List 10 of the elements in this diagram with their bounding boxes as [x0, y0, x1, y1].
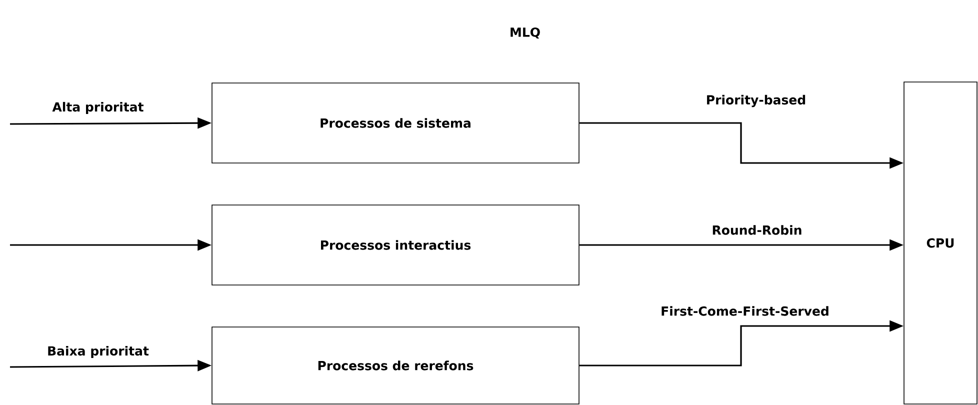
- process-box: Processos de sistema: [212, 82, 580, 164]
- edge-label: Priority-based: [704, 94, 808, 108]
- edge-label: Alta prioritat: [51, 100, 145, 116]
- process-box: Processos interactius: [212, 204, 580, 286]
- edge-label: Round-Robin: [710, 224, 804, 236]
- edge-label: First-Come-First-Served: [660, 305, 830, 317]
- cpu-box: CPU: [904, 82, 978, 404]
- process-box: Processos de rerefons: [212, 326, 580, 404]
- edge-label: Baixa prioritat: [46, 344, 150, 360]
- title: MLQ: [510, 27, 540, 39]
